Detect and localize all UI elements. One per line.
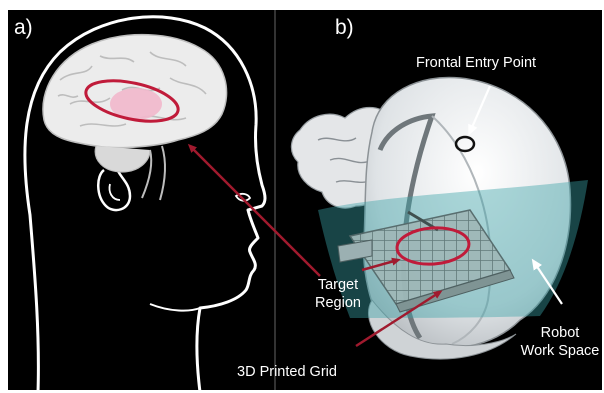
frontal-entry-label: Frontal Entry Point (416, 54, 536, 72)
printed-grid-label: 3D Printed Grid (237, 363, 337, 381)
robot-label-line2: Work Space (518, 342, 602, 360)
robot-label-line1: Robot (518, 324, 602, 342)
target-label-line1: Target (306, 276, 370, 294)
panel-a-label: a) (14, 16, 33, 40)
target-region-label: Target Region (306, 276, 370, 312)
target-label-line2: Region (306, 294, 370, 312)
panel-b-label: b) (335, 16, 354, 40)
robot-work-space-label: Robot Work Space (518, 324, 602, 360)
